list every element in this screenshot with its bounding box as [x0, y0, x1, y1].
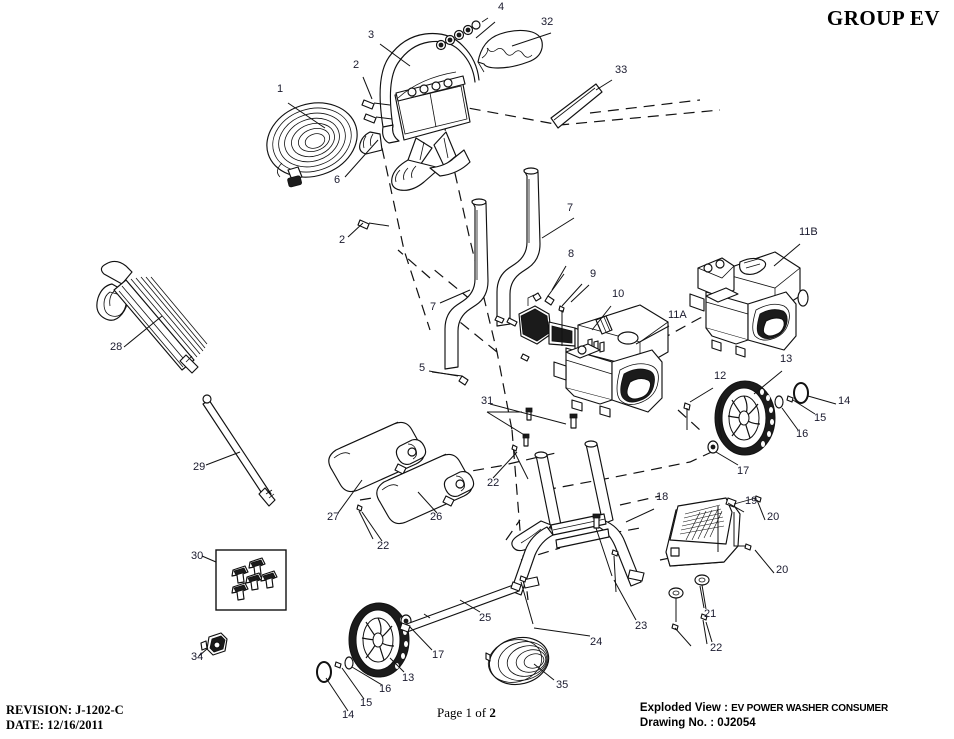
callout-22c: 22 [377, 540, 389, 552]
callout-31: 31 [481, 395, 493, 407]
callout-21: 21 [704, 608, 716, 620]
part-detergent-tank-front [376, 453, 475, 525]
part-handle-frame [359, 32, 480, 191]
date-line: DATE: 12/16/2011 [6, 718, 104, 732]
part-screws-handle [357, 99, 393, 230]
part-panel-assembly [665, 495, 762, 647]
callout-30: 30 [191, 550, 203, 562]
callout-22: 22 [710, 642, 722, 654]
callout-32: 32 [541, 16, 553, 28]
callout-11a: 11A [668, 309, 687, 321]
callout-6: 6 [334, 174, 340, 186]
callout-4: 4 [498, 1, 504, 13]
callout-13b: 13 [402, 672, 414, 684]
revision-block: REVISION: J-1202-C DATE: 12/16/2011 [6, 703, 124, 733]
callout-22b: 22 [487, 477, 499, 489]
callout-17: 17 [737, 465, 749, 477]
page-total: 2 [489, 705, 496, 720]
title-block: Exploded View : EV POWER WASHER CONSUMER… [640, 701, 888, 731]
callout-9: 9 [590, 268, 596, 280]
callout-14: 14 [838, 395, 850, 407]
nozzle-group [231, 557, 278, 601]
callout-18: 18 [656, 491, 668, 503]
part-wheel-left [316, 602, 412, 683]
callout-11b: 11B [799, 226, 818, 238]
part-frame-base [510, 440, 645, 625]
callout-13: 13 [780, 353, 792, 365]
callout-23: 23 [635, 620, 647, 632]
callout-5: 5 [419, 362, 425, 374]
callout-20b: 20 [776, 564, 788, 576]
callout-29: 29 [193, 461, 205, 473]
part-nozzle-kit-box[interactable] [215, 549, 287, 611]
exploded-view-label: Exploded View : [639, 702, 728, 714]
part-bolts-tanks [356, 444, 529, 540]
part-small-screws [431, 273, 583, 447]
callout-28: 28 [110, 341, 122, 353]
callout-27: 27 [327, 511, 339, 523]
part-engine-a [553, 304, 669, 418]
drawing-no-value: 0J2054 [717, 717, 756, 729]
part-axle-rod [399, 581, 522, 633]
callout-24: 24 [590, 636, 602, 648]
part-wheel-right [683, 380, 809, 456]
callout-12: 12 [714, 370, 726, 382]
callout-labels: 1 2 2 3 4 5 6 7 7 8 9 10 11A 11B 12 13 1… [110, 1, 850, 721]
callout-15: 15 [814, 412, 826, 424]
callout-14b: 14 [342, 709, 354, 721]
part-hose-coil [266, 102, 358, 188]
part-engine-b [689, 251, 809, 358]
part-grip-pad [477, 29, 543, 73]
part-garden-hose-coil [485, 636, 550, 686]
callout-34: 34 [191, 651, 203, 663]
page-number: Page 1 of 2 [437, 705, 496, 721]
callout-20: 20 [767, 511, 779, 523]
exploded-view-value: EV POWER WASHER CONSUMER [731, 703, 888, 714]
callout-16: 16 [796, 428, 808, 440]
part-detergent-tank-rear [328, 421, 427, 493]
callout-15b: 15 [360, 697, 372, 709]
page-label: Page 1 of [437, 705, 487, 720]
drawing-no-label: Drawing No. : [639, 717, 715, 729]
callout-7b: 7 [567, 202, 573, 214]
part-pump-assembly [494, 292, 598, 362]
callout-1: 1 [277, 83, 283, 95]
callout-3: 3 [368, 29, 374, 41]
part-decal-plate [550, 83, 603, 129]
callout-10: 10 [612, 288, 624, 300]
callout-25: 25 [479, 612, 491, 624]
leader-lines [123, 21, 837, 712]
page-title: GROUP EV [826, 6, 940, 30]
callout-33: 33 [615, 64, 627, 76]
callout-17b: 17 [432, 649, 444, 661]
revision-line: REVISION: J-1202-C [6, 703, 124, 717]
callout-26: 26 [430, 511, 442, 523]
part-handle-tubes [444, 167, 541, 370]
part-knob-set [435, 17, 489, 51]
part-lance-extension [202, 394, 276, 507]
callout-2: 2 [353, 59, 359, 71]
callout-7: 7 [430, 301, 436, 313]
callout-35: 35 [556, 679, 568, 691]
callout-8: 8 [568, 248, 574, 260]
part-soap-nozzle [200, 632, 228, 656]
callout-16b: 16 [379, 683, 391, 695]
callout-19: 19 [745, 495, 757, 507]
part-spray-gun [96, 260, 208, 374]
callout-2b: 2 [339, 234, 345, 246]
